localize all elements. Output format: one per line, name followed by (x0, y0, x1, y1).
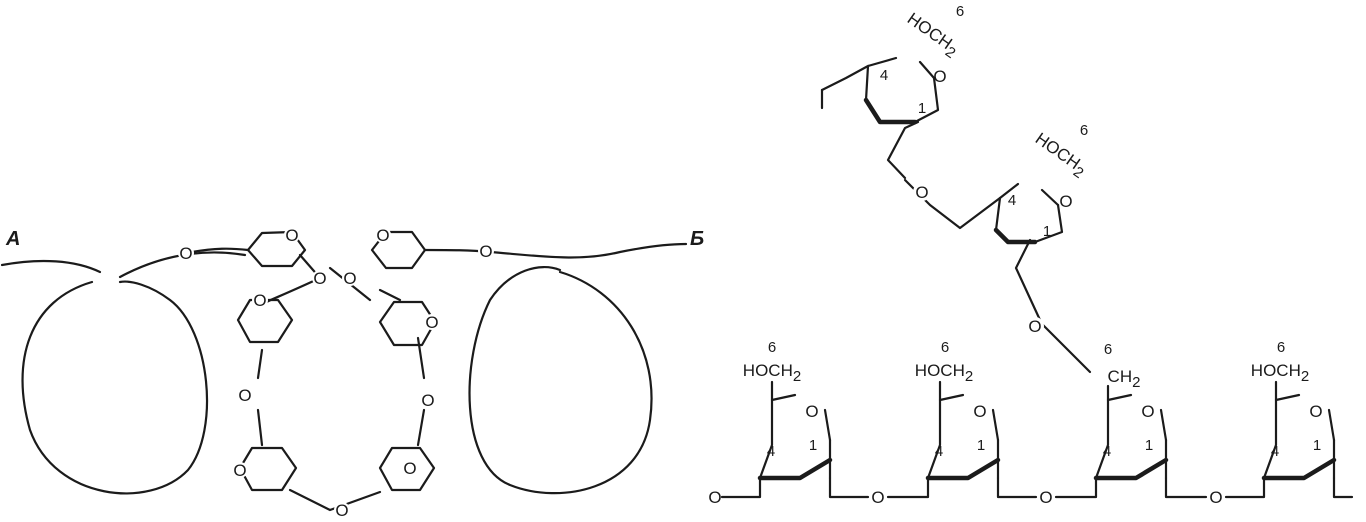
panel-label-b: Б (690, 228, 704, 250)
carbon-number-6: 6 (956, 3, 964, 20)
branch-residue-upper: O 4 1 6 HOCH2 O (820, 3, 1002, 230)
helix-right-loop (468, 266, 653, 495)
oxygen-atom: O (179, 244, 192, 263)
ring-oxygen: O (1141, 402, 1154, 421)
oxygen-atom: O (1039, 488, 1052, 507)
oxygen-atom: O (335, 501, 348, 520)
helix-strand-left-lead (0, 259, 102, 274)
backbone-residue-3-branch-point: O 4 1 6 CH2 (1093, 341, 1169, 481)
oxygen-atom: O (285, 226, 298, 245)
oxygen-atom: O (253, 291, 266, 310)
helix-strand-top-right (423, 242, 688, 259)
panel-a-amylose-helix: A Б O O (0, 226, 704, 520)
oxygen-atom: O (403, 459, 416, 478)
carbon-number-6: 6 (941, 339, 949, 356)
oxygen-atom: O (1209, 488, 1222, 507)
hydroxymethyl-group: HOCH2 (915, 361, 973, 385)
helix-strand-top-left (190, 247, 250, 254)
carbon-number-4: 4 (880, 67, 888, 84)
carbon-number-1: 1 (1145, 437, 1153, 454)
oxygen-atom: O (238, 386, 251, 405)
oxygen-atom: O (425, 313, 438, 332)
backbone-residue-4: O 4 1 6 HOCH2 (1251, 339, 1337, 481)
methylene-group: CH2 (1108, 367, 1141, 391)
backbone-residue-2: O 4 1 6 HOCH2 (915, 339, 1001, 481)
hydroxymethyl-group: HOCH2 (1251, 361, 1309, 385)
oxygen-atom: O (376, 226, 389, 245)
ring-oxygen: O (1059, 192, 1072, 211)
helix-glucose-ring-mid-left (236, 298, 294, 344)
carbon-number-4: 4 (1103, 443, 1111, 460)
carbon-number-1: 1 (1313, 437, 1321, 454)
carbon-number-4: 4 (1271, 443, 1279, 460)
ring-oxygen: O (973, 402, 986, 421)
carbon-number-4: 4 (767, 443, 775, 460)
inner-ring-path (256, 253, 426, 512)
helix-glucose-ring-top-left (246, 230, 307, 268)
helix-glucose-ring-bottom-left (238, 446, 298, 492)
branch-residue-lower: O 4 1 6 HOCH2 O (993, 122, 1092, 374)
oxygen-atom: O (1028, 317, 1041, 336)
carbon-number-1: 1 (918, 100, 926, 117)
carbon-number-1: 1 (1043, 223, 1051, 240)
panel-b-amylopectin-branch: O 4 1 6 HOCH2 O 4 1 6 HOCH2 O 4 1 6 CH (708, 3, 1354, 507)
carbon-number-6: 6 (1104, 341, 1112, 358)
carbon-number-4: 4 (1008, 192, 1016, 209)
backbone-chain (720, 476, 1354, 499)
ring-oxygen: O (1309, 402, 1322, 421)
helix-oxygen-atoms: O O O O O O O O O O O O O (178, 226, 494, 520)
carbon-number-6: 6 (768, 339, 776, 356)
oxygen-atom: O (479, 242, 492, 261)
carbon-number-1: 1 (809, 437, 817, 454)
oxygen-atom: O (871, 488, 884, 507)
carbon-number-4: 4 (935, 443, 943, 460)
hydroxymethyl-group: HOCH2 (743, 361, 801, 385)
oxygen-atom: O (708, 488, 721, 507)
oxygen-atom: O (343, 269, 356, 288)
helix-glucose-ring-bottom-right (378, 446, 436, 492)
carbon-number-1: 1 (977, 437, 985, 454)
backbone-oxygen-atoms: O O O O (708, 488, 1222, 507)
hydroxymethyl-group: HOCH2 (901, 9, 963, 62)
oxygen-atom: O (421, 391, 434, 410)
panel-label-a: A (5, 228, 20, 250)
oxygen-atom: O (313, 269, 326, 288)
ring-oxygen: O (805, 402, 818, 421)
carbon-number-6: 6 (1277, 339, 1285, 356)
backbone-residue-1: O 4 1 6 HOCH2 (743, 339, 833, 481)
oxygen-atom: O (233, 461, 246, 480)
carbon-number-6: 6 (1080, 122, 1088, 139)
oxygen-atom: O (915, 183, 928, 202)
ring-oxygen: O (933, 67, 946, 86)
helix-left-loop (21, 251, 247, 495)
